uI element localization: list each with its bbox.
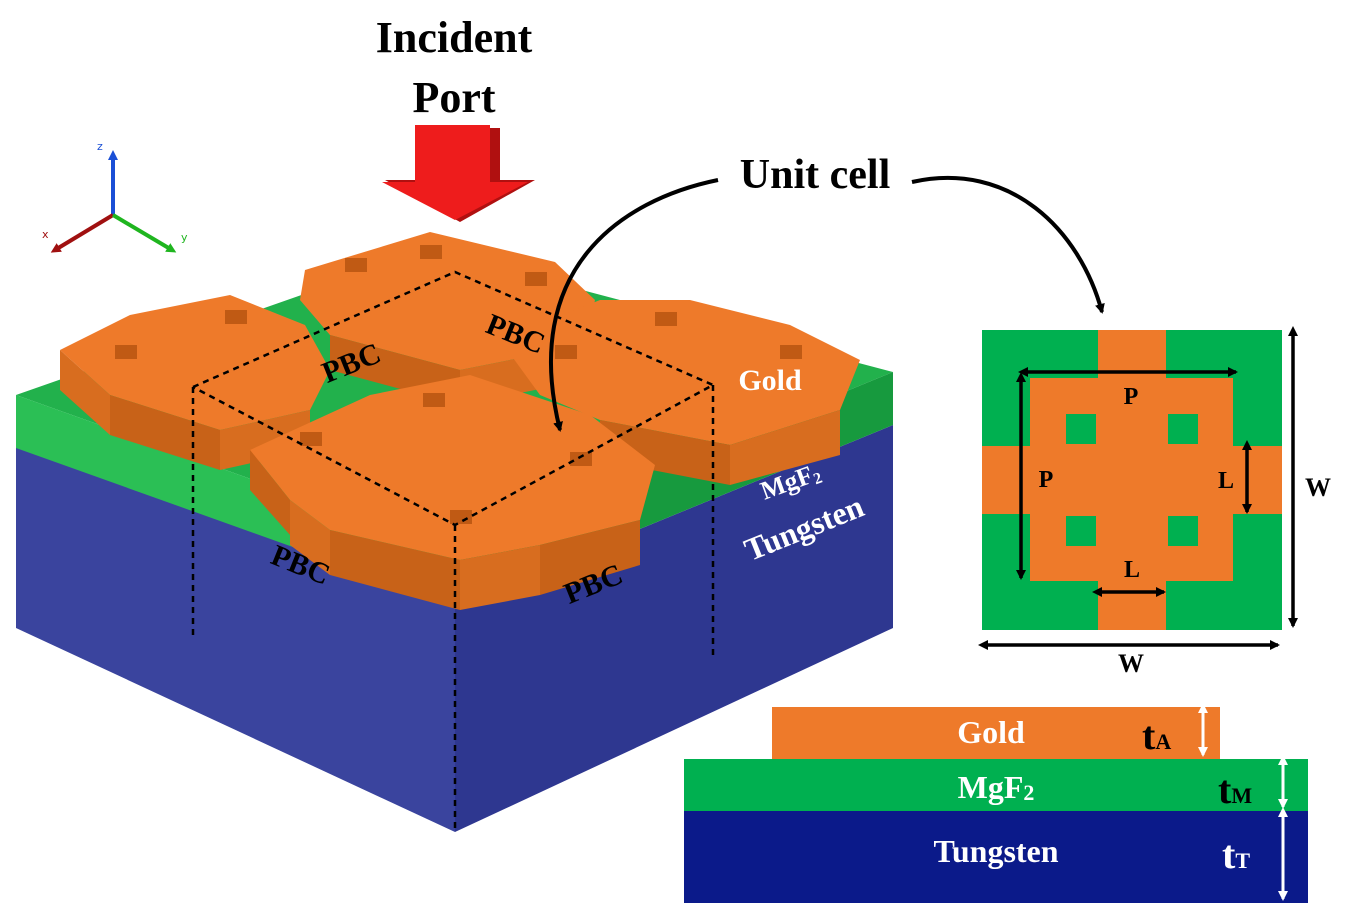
tungsten-left-face [16, 395, 455, 832]
tungsten-right-face [455, 425, 893, 832]
p-horizontal-label: P [1124, 384, 1139, 410]
structure-3d: PBC PBC PBC PBC Gold MgF2 Tungsten [16, 232, 893, 832]
thickness-t-sub: T [1235, 848, 1250, 873]
thickness-m-sub: M [1231, 783, 1252, 808]
unit-cell-arrow-left [548, 178, 719, 432]
cross-section-tungsten-label: Tungsten [933, 833, 1058, 869]
unit-cell-label: Unit cell [740, 152, 890, 198]
unit-cell-hole [1066, 516, 1096, 546]
unit-cell-center-square [1030, 378, 1233, 581]
cross-section-mgf2-main: MgF [958, 769, 1024, 805]
gold-label-3d: Gold [738, 364, 802, 397]
y-axis-line [111, 213, 177, 253]
w-bottom-label: W [1118, 649, 1144, 678]
thickness-a-main: t [1142, 713, 1156, 758]
thickness-a-sub: A [1155, 729, 1171, 754]
incident-arrow-icon [382, 125, 535, 222]
cross-section-tungsten-layer [684, 811, 1308, 903]
unit-cell-dashed-box [191, 270, 716, 830]
y-axis-label: y [181, 231, 188, 244]
w-right-label: W [1305, 473, 1331, 502]
axis-triad: z x y [42, 140, 188, 253]
cross-section-mgf2-label: MgF2 [958, 769, 1035, 805]
unit-cell-hole [1168, 414, 1198, 444]
unit-cell-hole [1066, 414, 1096, 444]
cross-section-mgf2-layer [684, 759, 1308, 811]
title-line-2: Port [412, 73, 495, 122]
unit-cell-arrow-right [911, 175, 1105, 314]
cross-section-gold-label: Gold [957, 714, 1025, 750]
p-vertical-label: P [1039, 467, 1054, 493]
unit-cell-hole [1168, 516, 1198, 546]
thickness-a-label: tA [1142, 713, 1171, 758]
thickness-t-main: t [1222, 832, 1236, 877]
l-right-label: L [1218, 468, 1234, 494]
x-axis-label: x [42, 228, 49, 241]
cross-section-gold-layer [772, 707, 1220, 759]
thickness-m-main: t [1218, 767, 1232, 812]
x-axis-line [50, 213, 115, 253]
gold-cross-right [500, 300, 860, 485]
gold-cross-front [250, 375, 655, 610]
thickness-t-label: tT [1222, 832, 1250, 877]
thickness-m-label: tM [1218, 767, 1252, 812]
cross-section-mgf2-sub: 2 [1023, 780, 1034, 805]
unit-cell-top-view: P P L L W W [978, 326, 1331, 678]
cross-section: Gold MgF2 Tungsten tA tM tT [684, 703, 1308, 903]
title-line-1: Incident [376, 13, 533, 62]
z-axis-label: z [97, 140, 103, 153]
l-bottom-label: L [1124, 557, 1140, 583]
